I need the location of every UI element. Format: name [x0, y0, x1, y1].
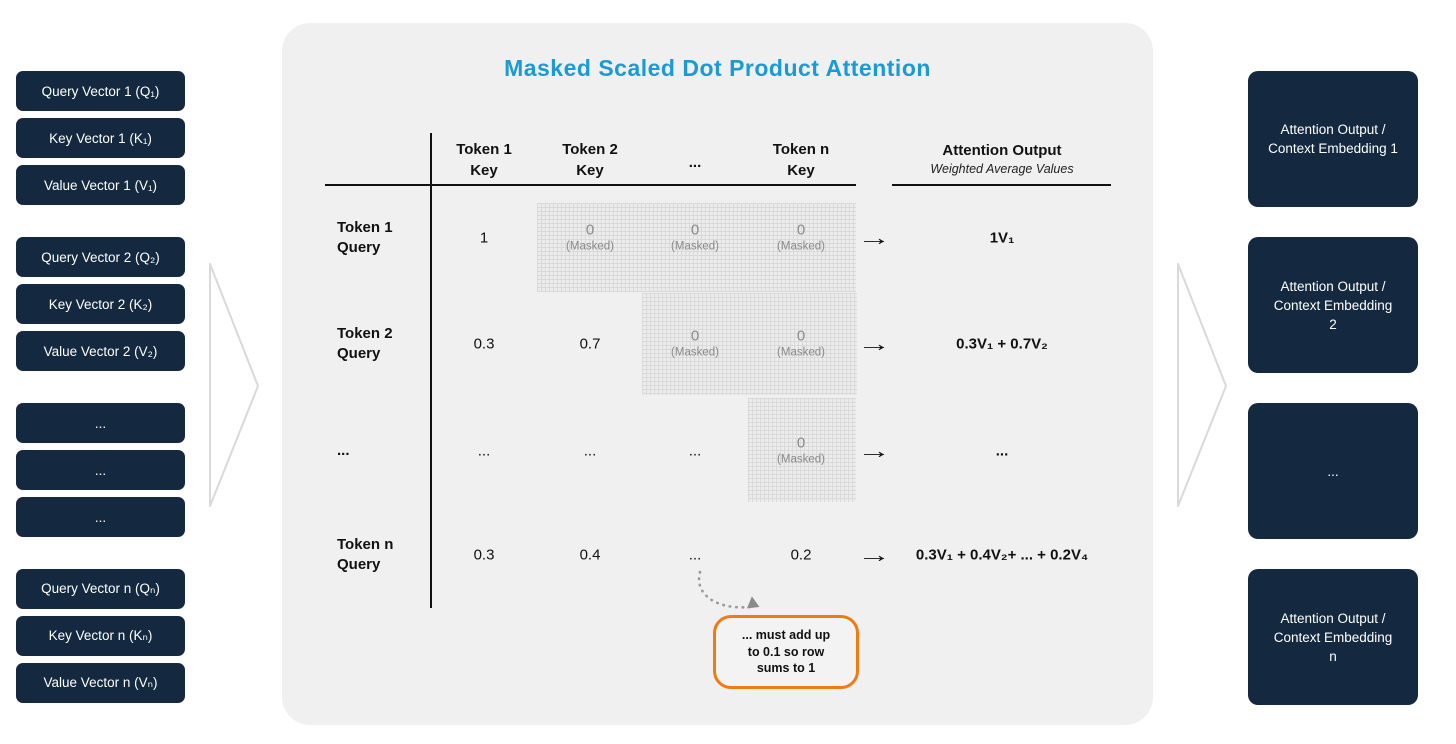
right-arrow-icon: → — [856, 438, 892, 463]
masked-caption: (Masked) — [566, 240, 614, 253]
query-vector-1-box: Query Vector 1 (Q₁) — [16, 71, 185, 111]
key-vector-1-label: Key Vector 1 (K₁) — [49, 130, 152, 146]
matrix-cell-r3c2: ... — [583, 442, 597, 460]
value-vector-1-label: Value Vector 1 (V₁) — [43, 177, 158, 193]
query-vector-1-label: Query Vector 1 (Q₁) — [41, 83, 160, 99]
context-embedding-n-label: Attention Output / Context Embedding n — [1273, 610, 1393, 664]
ellipsis-label: ... — [94, 462, 107, 478]
right-arrow-icon: → — [856, 542, 892, 567]
masked-caption: (Masked) — [671, 346, 719, 359]
key-vector-2-label: Key Vector 2 (K₂) — [48, 296, 153, 312]
input-vector-group-ellipsis: ... ... ... — [16, 403, 185, 537]
matrix-cell-r4c2: 0.4 — [579, 546, 601, 564]
matrix-cell-r1c3-masked: 0 (Masked) — [671, 222, 719, 255]
attention-output-title: Attention Output — [942, 142, 1062, 159]
output-header-underline — [892, 184, 1111, 186]
col-header-token2-key: Token 2 Key — [562, 141, 618, 179]
input-vector-group-2: Query Vector 2 (Q₂) Key Vector 2 (K₂) Va… — [16, 237, 185, 371]
context-embedding-1-box: Attention Output / Context Embedding 1 — [1248, 71, 1418, 207]
masked-value: 0 — [796, 327, 806, 345]
context-embedding-2-label: Attention Output / Context Embedding 2 — [1273, 278, 1393, 332]
query-vector-n-label: Query Vector n (Qₙ) — [41, 581, 160, 596]
context-embedding-1-label: Attention Output / Context Embedding 1 — [1268, 122, 1398, 156]
attention-panel: Masked Scaled Dot Product Attention Toke… — [282, 23, 1153, 725]
masked-value: 0 — [585, 221, 595, 239]
matrix-cell-r4c1: 0.3 — [473, 546, 495, 564]
matrix-cell-r3c4-masked: 0 (Masked) — [777, 435, 825, 468]
masked-caption: (Masked) — [777, 240, 825, 253]
attention-output-header: Attention Output Weighted Average Values — [872, 141, 1132, 178]
masked-value: 0 — [690, 221, 700, 239]
col-header-token1-key: Token 1 Key — [456, 141, 512, 179]
row-header-ellipsis: ... — [337, 442, 350, 459]
matrix-header-underline — [325, 184, 856, 186]
matrix-cell-r1c2-masked: 0 (Masked) — [566, 222, 614, 255]
mask-region-row1 — [537, 203, 856, 292]
ellipsis-label: ... — [94, 509, 107, 525]
ellipsis-box: ... — [16, 403, 185, 443]
masked-value: 0 — [690, 327, 700, 345]
matrix-cell-r3c3: ... — [688, 442, 702, 460]
row-header-token1-query: Token 1 Query — [337, 219, 393, 256]
matrix-cell-r1c4-masked: 0 (Masked) — [777, 222, 825, 255]
context-embedding-n-box: Attention Output / Context Embedding n — [1248, 569, 1418, 705]
col-header-tokenn-key: Token n Key — [772, 141, 830, 179]
row-header-tokenn-query: Token n Query — [337, 536, 394, 573]
context-embedding-ellipsis-label: ... — [1327, 463, 1339, 479]
matrix-cell-r4c3: ... — [688, 546, 702, 564]
context-embedding-stack: Attention Output / Context Embedding 1 A… — [1248, 71, 1418, 705]
matrix-cell-r1c1: 1 — [479, 229, 489, 247]
attention-output-subtitle: Weighted Average Values — [930, 162, 1074, 176]
input-vector-stack: Query Vector 1 (Q₁) Key Vector 1 (K₁) Va… — [16, 71, 185, 703]
matrix-vertical-line — [430, 133, 432, 608]
input-vector-group-1: Query Vector 1 (Q₁) Key Vector 1 (K₁) Va… — [16, 71, 185, 205]
key-vector-2-box: Key Vector 2 (K₂) — [16, 284, 185, 324]
context-embedding-2-box: Attention Output / Context Embedding 2 — [1248, 237, 1418, 373]
dotted-curved-arrow-icon — [697, 570, 760, 609]
masked-caption: (Masked) — [671, 240, 719, 253]
key-vector-1-box: Key Vector 1 (K₁) — [16, 118, 185, 158]
attention-output-row2: 0.3V₁ + 0.7V₂ — [956, 335, 1048, 353]
value-vector-2-label: Value Vector 2 (V₂) — [43, 343, 158, 359]
mask-region-row2 — [642, 293, 857, 395]
key-vector-n-label: Key Vector n (Kₙ) — [48, 628, 153, 643]
value-vector-1-box: Value Vector 1 (V₁) — [16, 165, 185, 205]
query-vector-2-label: Query Vector 2 (Q₂) — [41, 249, 160, 265]
matrix-cell-r2c1: 0.3 — [473, 335, 495, 353]
matrix-cell-r2c3-masked: 0 (Masked) — [671, 328, 719, 361]
flow-chevron-right-icon — [1177, 263, 1227, 507]
query-vector-2-box: Query Vector 2 (Q₂) — [16, 237, 185, 277]
value-vector-n-label: Value Vector n (Vₙ) — [43, 675, 158, 690]
attention-output-row3: ... — [995, 442, 1009, 460]
matrix-cell-r4c4: 0.2 — [790, 546, 812, 564]
attention-output-row1: 1V₁ — [989, 229, 1015, 247]
panel-title: Masked Scaled Dot Product Attention — [504, 55, 931, 81]
masked-value: 0 — [796, 221, 806, 239]
key-vector-n-box: Key Vector n (Kₙ) — [16, 616, 185, 656]
ellipsis-box: ... — [16, 450, 185, 490]
ellipsis-label: ... — [94, 415, 107, 431]
masked-caption: (Masked) — [777, 346, 825, 359]
matrix-cell-r3c1: ... — [477, 442, 491, 460]
query-vector-n-box: Query Vector n (Qₙ) — [16, 569, 185, 609]
col-header-ellipsis: ... — [688, 154, 702, 171]
value-vector-n-box: Value Vector n (Vₙ) — [16, 663, 185, 703]
masked-caption: (Masked) — [777, 453, 825, 466]
matrix-cell-r2c4-masked: 0 (Masked) — [777, 328, 825, 361]
value-vector-2-box: Value Vector 2 (V₂) — [16, 331, 185, 371]
mask-region-row3 — [748, 398, 856, 502]
row-sum-callout-text: ... must add up to 0.1 so row sums to 1 — [741, 628, 831, 676]
input-vector-group-n: Query Vector n (Qₙ) Key Vector n (Kₙ) Va… — [16, 569, 185, 703]
matrix-cell-r2c2: 0.7 — [579, 335, 601, 353]
context-embedding-ellipsis-box: ... — [1248, 403, 1418, 539]
masked-value: 0 — [796, 434, 806, 452]
right-arrow-icon: → — [856, 225, 892, 250]
right-arrow-icon: → — [856, 331, 892, 356]
row-header-token2-query: Token 2 Query — [337, 325, 393, 362]
ellipsis-box: ... — [16, 497, 185, 537]
flow-chevron-left-icon — [209, 263, 259, 507]
row-sum-callout: ... must add up to 0.1 so row sums to 1 — [713, 615, 859, 689]
attention-output-row4: 0.3V₁ + 0.4V₂+ ... + 0.2V₄ — [915, 546, 1089, 564]
